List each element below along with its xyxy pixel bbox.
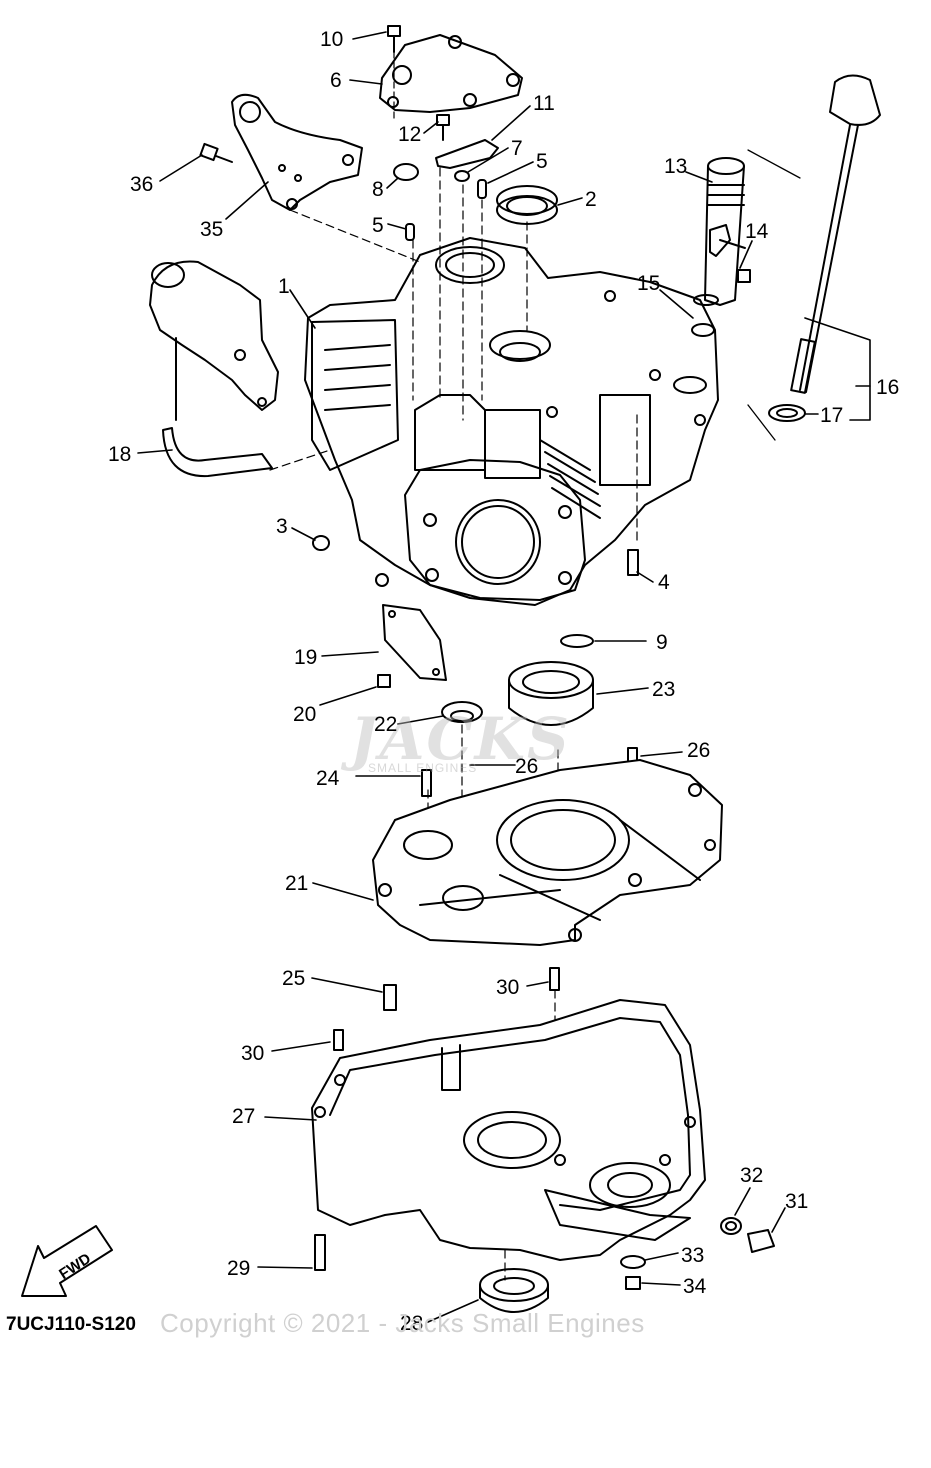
oil-pan-part — [311, 999, 706, 1261]
callout-27: 27 — [232, 1105, 256, 1128]
oil-filler-tube-part — [691, 149, 801, 441]
callout-15: 15 — [637, 272, 661, 295]
callout-25: 25 — [282, 967, 306, 990]
callout-19: 19 — [294, 646, 318, 669]
callout-5b: 5 — [372, 214, 384, 237]
callout-28: 28 — [400, 1312, 424, 1335]
crankcase-part — [304, 237, 719, 606]
callout-9: 9 — [656, 631, 668, 654]
fwd-arrow — [21, 1225, 113, 1297]
callout-29: 29 — [227, 1257, 251, 1280]
intake-elbow-part — [149, 260, 279, 478]
callout-31: 31 — [785, 1190, 809, 1213]
callout-4: 4 — [658, 571, 670, 594]
bolt-10-part — [387, 25, 401, 121]
oil-seal-2-part — [496, 185, 558, 225]
crankcase-cover-part — [372, 759, 723, 946]
callout-8: 8 — [372, 178, 384, 201]
callout-35: 35 — [200, 218, 224, 241]
bolt-36-part — [199, 142, 233, 163]
callout-14: 14 — [745, 220, 769, 243]
watermark-logo: JACKS SMALL ENGINES — [350, 705, 580, 785]
callout-23a: 23 — [652, 678, 676, 701]
callout-16: 16 — [876, 376, 900, 399]
bracket-part — [231, 93, 363, 211]
callout-34: 34 — [683, 1275, 707, 1298]
callout-26b: 26 — [687, 739, 711, 762]
callout-30b: 30 — [241, 1042, 265, 1065]
callout-22: 22 — [374, 713, 398, 736]
callout-11: 11 — [533, 92, 555, 115]
watermark-brand: JACKS — [350, 705, 571, 773]
callout-7: 7 — [511, 137, 523, 160]
callout-17: 17 — [820, 404, 844, 427]
callout-3: 3 — [276, 515, 288, 538]
callout-24: 24 — [316, 767, 340, 790]
callout-5a: 5 — [536, 150, 548, 173]
callout-12: 12 — [398, 123, 422, 146]
top-cover-part — [379, 34, 523, 113]
callout-18: 18 — [108, 443, 132, 466]
watermark-subtitle: SMALL ENGINES — [368, 761, 478, 775]
callout-1: 1 — [278, 275, 290, 298]
callout-13: 13 — [664, 155, 688, 178]
callout-10: 10 — [320, 28, 344, 51]
callout-26a: 26 — [515, 755, 539, 778]
callout-2: 2 — [585, 188, 597, 211]
figure-code: 7UCJ110-S120 — [6, 1314, 136, 1335]
callout-21: 21 — [285, 872, 309, 895]
callout-30a: 30 — [496, 976, 520, 999]
dipstick-part — [768, 74, 881, 422]
callout-32: 32 — [740, 1164, 764, 1187]
callout-6: 6 — [330, 69, 342, 92]
copyright-watermark: Copyright © 2021 - Jacks Small Engines — [160, 1308, 645, 1338]
callout-33: 33 — [681, 1244, 705, 1267]
callout-36: 36 — [130, 173, 154, 196]
callout-20: 20 — [293, 703, 317, 726]
cover-plate-19-part — [377, 604, 447, 688]
bearing-23-part — [508, 661, 594, 726]
